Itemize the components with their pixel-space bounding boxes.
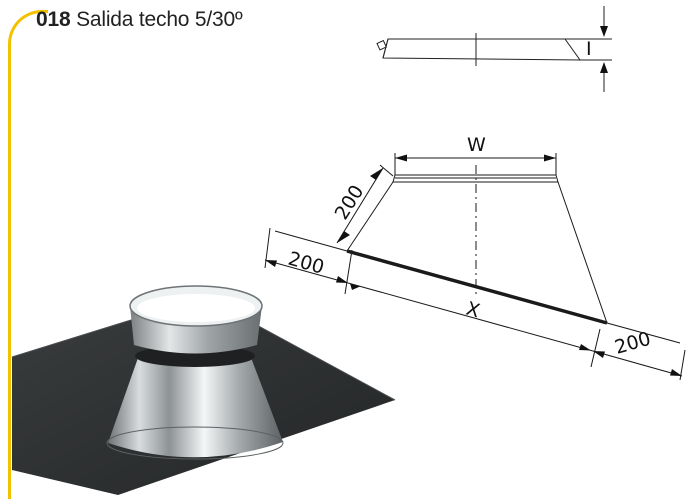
height-label: I	[586, 38, 592, 60]
slant-dimension-label: 200	[331, 181, 369, 223]
product-render	[11, 285, 396, 495]
cone-body	[108, 355, 283, 458]
left-offset-label: 200	[286, 248, 327, 279]
product-code: 018	[36, 8, 71, 31]
top-side-view	[376, 6, 612, 92]
product-title: 018 Salida techo 5/30º	[36, 8, 243, 32]
right-offset-label: 200	[612, 328, 653, 359]
product-name: Salida techo 5/30º	[76, 8, 243, 31]
width-label: W	[467, 134, 486, 156]
main-dimension-drawing	[264, 153, 686, 381]
span-label: X	[464, 298, 483, 323]
